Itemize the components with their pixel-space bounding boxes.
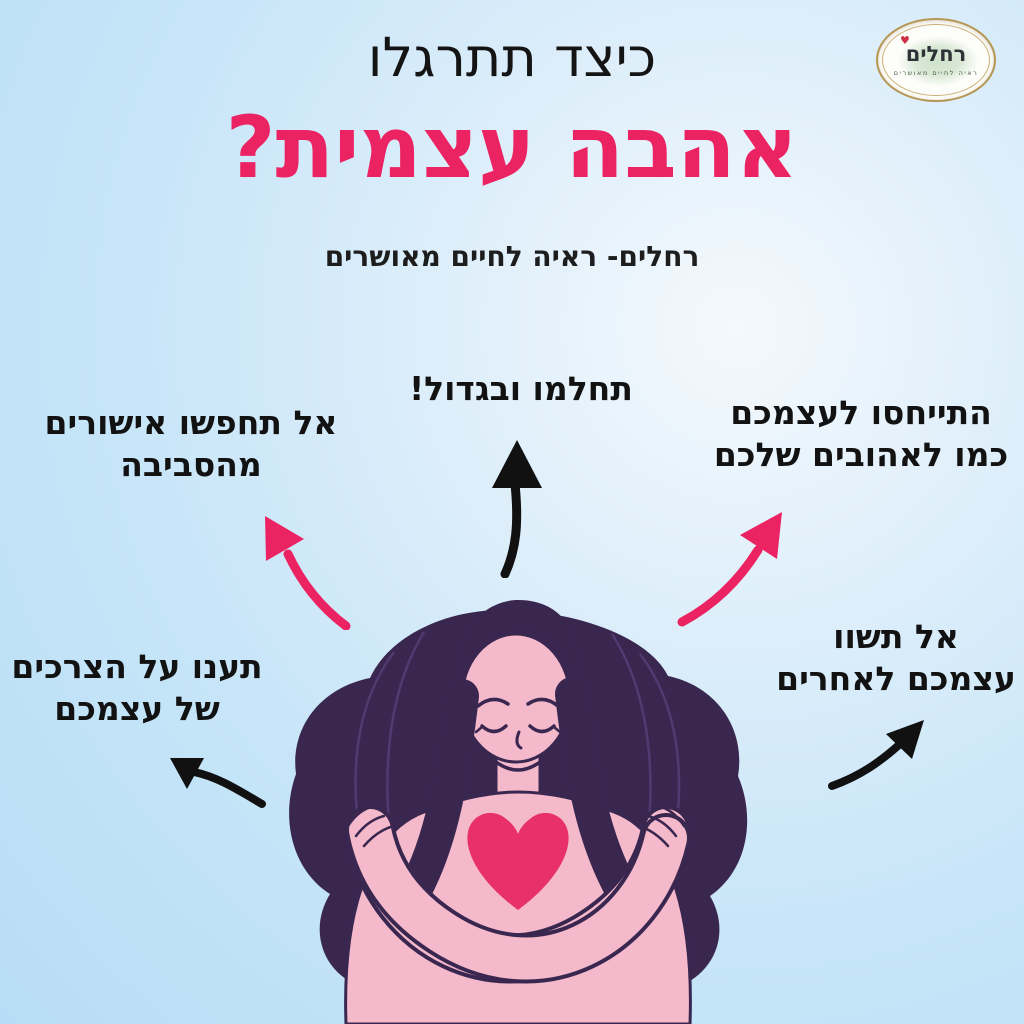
arrow-upleft-black-icon [170, 758, 266, 808]
tip-meet-own-needs: תענו על הצרכים של עצמכם [11, 646, 262, 730]
logo-tagline: ראיה לחיים מאושרים [893, 68, 979, 77]
main-title: אהבה עצמית? [225, 98, 799, 198]
arrow-upright-black-icon [828, 720, 924, 790]
tip-line: התייחסו לעצמכם [730, 393, 992, 432]
tip-line: תענו על הצרכים [11, 647, 263, 686]
tip-line: מהסביבה [120, 444, 262, 484]
tip-line: כמו לאהובים שלכם [713, 434, 1009, 474]
logo-name: רחלים [905, 41, 967, 66]
subtitle: רחלים- ראיה לחיים מאושרים [324, 240, 700, 273]
tip-no-external-approval: אל תחפשו אישורים מהסביבה [45, 402, 338, 486]
tip-line: אל תשוו [833, 617, 959, 656]
tip-line: אל תחפשו אישורים [44, 403, 338, 442]
tip-treat-like-loved-ones: התייחסו לעצמכם כמו לאהובים שלכם [714, 392, 1008, 476]
heart-icon [467, 812, 569, 910]
tip-dream-big: תחלמו ובגדול! [409, 368, 633, 410]
arrow-upleft-pink-icon [265, 516, 351, 630]
tip-dont-compare: אל תשוו עצמכם לאחרים [776, 616, 1016, 700]
tip-line: של עצמכם [54, 688, 220, 728]
woman-self-hug-illustration [289, 600, 748, 1024]
pretitle: כיצד תתרגלו [367, 26, 657, 89]
logo-watercolor-blob [898, 36, 978, 86]
arrow-up-icon [492, 440, 542, 578]
logo-heart-icon: ♥ [900, 34, 910, 47]
brand-logo: ♥ רחלים ראיה לחיים מאושרים [876, 18, 996, 102]
tip-line: עצמכם לאחרים [776, 658, 1016, 698]
tip-line: תחלמו ובגדול! [409, 369, 633, 408]
arrow-upright-pink-icon [677, 512, 782, 627]
